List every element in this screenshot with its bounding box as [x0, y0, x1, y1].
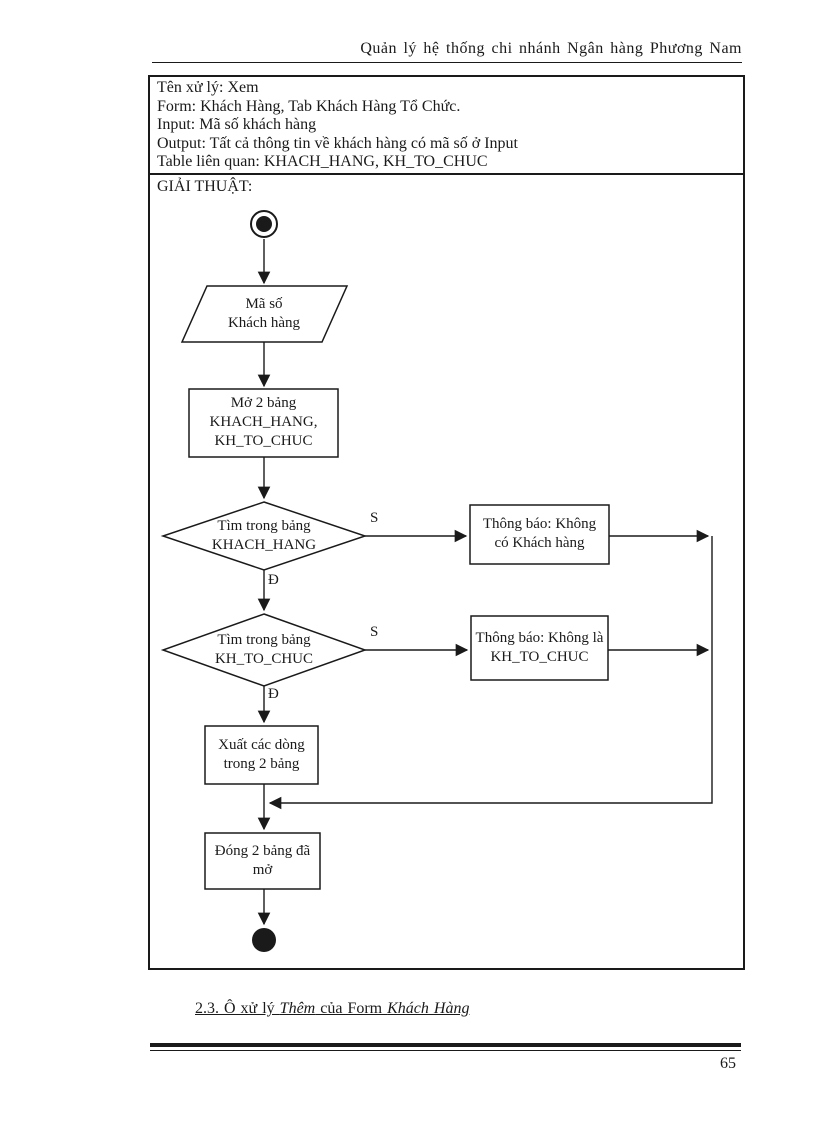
spec-row-table-lien-quan: Table liên quan: KHACH_HANG, KH_TO_CHUC — [157, 153, 488, 170]
spec-row-input: Input: Mã số khách hàng — [157, 116, 317, 133]
msg-no-customer-label: Thông báo: Không có Khách hàng — [470, 515, 609, 553]
flowchart-canvas — [160, 210, 713, 952]
input-line-1: Mã số — [245, 296, 283, 312]
branch-label-yes-1: S — [370, 510, 379, 526]
find2-line-1: Tìm trong bảng — [217, 632, 311, 648]
find-khachhang-label: Tìm trong bảng KHACH_HANG — [164, 517, 364, 555]
output-line-2: trong 2 bảng — [223, 756, 300, 772]
caption-prefix: 2.3. Ô xử lý — [195, 1000, 280, 1017]
msg-not-khtochuc-box — [470, 615, 609, 681]
algorithm-section-label: GIẢI THUẬT: — [157, 177, 253, 195]
find-khachhang-diamond — [160, 501, 368, 571]
msg-not-khtochuc-label: Thông báo: Không là KH_TO_CHUC — [471, 629, 608, 667]
msg-no-customer-box — [469, 504, 610, 565]
open-tables-box — [188, 388, 339, 458]
page-number: 65 — [720, 1055, 736, 1072]
open-line-2: KHACH_HANG, — [209, 414, 318, 430]
msg2-line-2: KH_TO_CHUC — [490, 649, 589, 665]
caption-italic-them: Thêm — [279, 1000, 316, 1017]
find1-line-2: KHACH_HANG — [211, 537, 317, 553]
open-line-1: Mở 2 bảng — [230, 395, 297, 411]
output-line-1: Xuất các dòng — [218, 737, 305, 753]
close-line-1: Đóng 2 bảng đã — [214, 843, 311, 859]
find-khtochuc-label: Tìm trong bảng KH_TO_CHUC — [164, 631, 364, 669]
find2-line-2: KH_TO_CHUC — [214, 651, 314, 667]
process-spec-box: Tên xử lý: Xem Form: Khách Hàng, Tab Khá… — [148, 75, 745, 970]
caption-middle: của Form — [315, 1000, 388, 1017]
end-node — [252, 928, 276, 952]
output-rows-box — [204, 725, 319, 785]
output-rows-label: Xuất các dòng trong 2 bảng — [205, 736, 318, 774]
section-caption: 2.3. Ô xử lý Thêm của Form Khách Hàng — [195, 1000, 469, 1018]
footer-rule — [150, 1043, 741, 1051]
start-node-dot — [256, 216, 272, 232]
open-line-3: KH_TO_CHUC — [214, 433, 313, 449]
input-parallelogram-label: Mã số Khách hàng — [184, 295, 344, 333]
branch-label-no-1: Đ — [268, 572, 279, 588]
close-tables-label: Đóng 2 bảng đã mở — [205, 842, 320, 880]
connectors — [257, 239, 713, 926]
input-line-2: Khách hàng — [227, 315, 301, 331]
spec-row-output: Output: Tất cả thông tin về khách hàng c… — [157, 134, 518, 152]
msg1-line-2: có Khách hàng — [494, 535, 585, 551]
spec-row-form: Form: Khách Hàng, Tab Khách Hàng Tổ Chức… — [157, 97, 461, 115]
msg2-line-1: Thông báo: Không là — [475, 630, 604, 646]
close-tables-box — [204, 832, 321, 890]
open-tables-label: Mở 2 bảng KHACH_HANG, KH_TO_CHUC — [189, 394, 338, 451]
spec-table: Tên xử lý: Xem Form: Khách Hàng, Tab Khá… — [150, 77, 743, 175]
find-khtochuc-diamond — [160, 613, 368, 687]
connector-merge-return — [268, 536, 713, 810]
msg1-line-1: Thông báo: Không — [482, 516, 597, 532]
spec-row-ten-xu-ly: Tên xử lý: Xem — [157, 79, 259, 96]
branch-label-no-2: Đ — [268, 686, 279, 702]
close-line-2: mở — [252, 862, 273, 878]
page-header: Quản lý hệ thống chi nhánh Ngân hàng Phư… — [152, 40, 742, 63]
input-parallelogram — [180, 285, 349, 343]
branch-label-yes-2: S — [370, 624, 379, 640]
caption-italic-khach-hang: Khách Hàng — [387, 1000, 470, 1017]
find1-line-1: Tìm trong bảng — [217, 518, 311, 534]
